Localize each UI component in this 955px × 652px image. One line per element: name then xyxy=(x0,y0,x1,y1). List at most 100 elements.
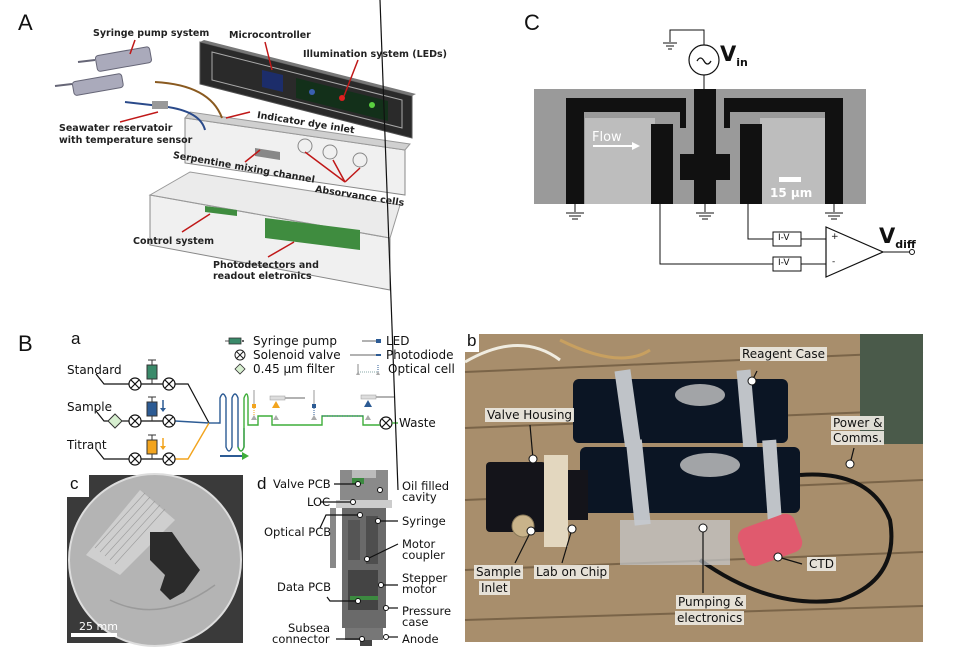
syringe-1 xyxy=(94,46,152,72)
label-data-pcb: Data PCB xyxy=(277,580,331,594)
top-board-frame xyxy=(211,51,403,129)
blurred-label-1 xyxy=(675,384,725,406)
strap-1 xyxy=(614,369,642,451)
temperature-sensor xyxy=(152,101,168,109)
vdiff-label: Vdiff xyxy=(879,224,916,252)
panel-c-letter: C xyxy=(524,10,540,35)
input-standard-label: Standard xyxy=(67,363,122,377)
standard-line xyxy=(95,373,129,385)
optical-mount xyxy=(150,532,200,600)
label-temperature-sensor: with temperature sensor xyxy=(59,135,193,146)
plunger-2 xyxy=(54,83,73,87)
data-pcb xyxy=(350,596,378,600)
scale-bar-15um xyxy=(779,177,801,182)
label-lab-on-chip: Lab on Chip xyxy=(534,565,610,579)
label-inlet: Inlet xyxy=(479,581,510,595)
legend-syringe-pump-label: Syringe pump xyxy=(253,334,337,348)
label-reagent-case: Reagent Case xyxy=(740,347,828,361)
blurred-label-2 xyxy=(680,453,740,477)
plunger-1 xyxy=(77,59,96,63)
label-cavity: cavity xyxy=(402,490,437,504)
mixed-flow-line xyxy=(247,415,380,426)
letter-box xyxy=(67,475,89,497)
vin-wire-top xyxy=(669,29,705,46)
panel-c-circuit xyxy=(534,29,915,278)
strap-3 xyxy=(625,439,651,526)
electrodes xyxy=(566,89,843,204)
label-syringe: Syringe xyxy=(402,514,446,528)
label-control-system: Control system xyxy=(133,236,214,247)
loc-layer xyxy=(336,500,392,508)
label-comms: Comms. xyxy=(831,431,885,445)
annotation-arrows xyxy=(119,39,361,258)
legend-photodiode-label: Photodiode xyxy=(386,348,454,362)
optical-cell-2-detector xyxy=(360,394,395,420)
absorbance-cell-3 xyxy=(352,152,368,168)
subpanel-a-letter: a xyxy=(71,329,81,348)
scale-label-25mm: 25 mm xyxy=(79,620,118,633)
label-coupler: coupler xyxy=(402,548,445,562)
iv-label-1: I-V xyxy=(778,233,790,243)
serpentine-channel xyxy=(255,148,280,160)
sine-wave-icon xyxy=(696,57,712,65)
label-motor: Motor xyxy=(402,537,436,551)
led-green xyxy=(369,102,375,108)
wire-plus xyxy=(747,204,773,240)
solenoid-valves xyxy=(128,377,393,466)
fluidic-schematic xyxy=(95,337,398,466)
diff-amplifier-icon xyxy=(825,226,885,278)
optical-cell-2 xyxy=(311,390,317,420)
legend-optical-cell-icon xyxy=(356,364,380,375)
panel-a-letter: A xyxy=(18,10,33,35)
iv-label-2: I-V xyxy=(778,258,790,268)
loc-photo xyxy=(67,473,243,647)
legend-filter-icon xyxy=(234,363,246,375)
valve-housing xyxy=(486,462,546,532)
label-oil-filled: Oil filled xyxy=(402,479,450,493)
label-connector: connector xyxy=(272,632,330,646)
input-titrant-label: Titrant xyxy=(67,438,107,452)
led-red xyxy=(339,95,345,101)
label-photodetectors: Photodetectors and xyxy=(213,260,319,271)
legend-photodiode-icon xyxy=(350,354,381,356)
label-electronics: electronics xyxy=(675,611,745,625)
leader-dots xyxy=(350,481,389,642)
syringe-standard xyxy=(146,359,158,384)
label-optical-pcb: Optical PCB xyxy=(264,525,332,539)
label-seawater-reservoir: Seawater reservatoir xyxy=(59,123,173,134)
syringe-sample xyxy=(146,396,166,421)
scale-bar-25mm xyxy=(71,633,117,637)
led-blue xyxy=(309,89,315,95)
optical-cell-1-detector xyxy=(269,395,305,420)
label-valve-housing: Valve Housing xyxy=(485,408,575,422)
plus-label: + xyxy=(831,232,839,242)
label-stepper-motor: motor xyxy=(402,582,437,596)
syringe-titrant xyxy=(146,434,166,459)
dye-tube xyxy=(154,81,223,119)
filter-diamond xyxy=(107,413,123,429)
chip-top-edge xyxy=(184,111,411,151)
label-power: Power & xyxy=(831,416,885,430)
subpanel-b-letter: b xyxy=(467,331,477,350)
label-microcontroller: Microcontroller xyxy=(229,30,311,41)
top-board-edge xyxy=(200,40,416,96)
subsea-connector xyxy=(360,640,372,646)
output-terminal xyxy=(909,249,915,255)
label-readout-electronics: readout eletronics xyxy=(213,271,312,282)
legend-solenoid-valve-label: Solenoid valve xyxy=(253,348,341,362)
optical-cell-1 xyxy=(251,390,257,420)
absorbance-cell-2 xyxy=(322,144,338,160)
legend-syringe-pump-icon xyxy=(225,337,244,345)
instrument-cross-section xyxy=(319,0,399,646)
ground-vin xyxy=(663,42,677,50)
wire-minus xyxy=(659,204,773,265)
subpanel-c-letter: c xyxy=(70,474,79,493)
leader-lines xyxy=(319,0,399,640)
photodetector-pcb xyxy=(265,218,360,250)
bottom-housing-top xyxy=(148,171,401,239)
flow-channel-right xyxy=(760,118,830,204)
legend-led-icon xyxy=(362,339,381,343)
minus-label: - xyxy=(832,257,836,267)
vin-label: Vin xyxy=(720,42,748,70)
label-valve-pcb: Valve PCB xyxy=(273,477,331,491)
